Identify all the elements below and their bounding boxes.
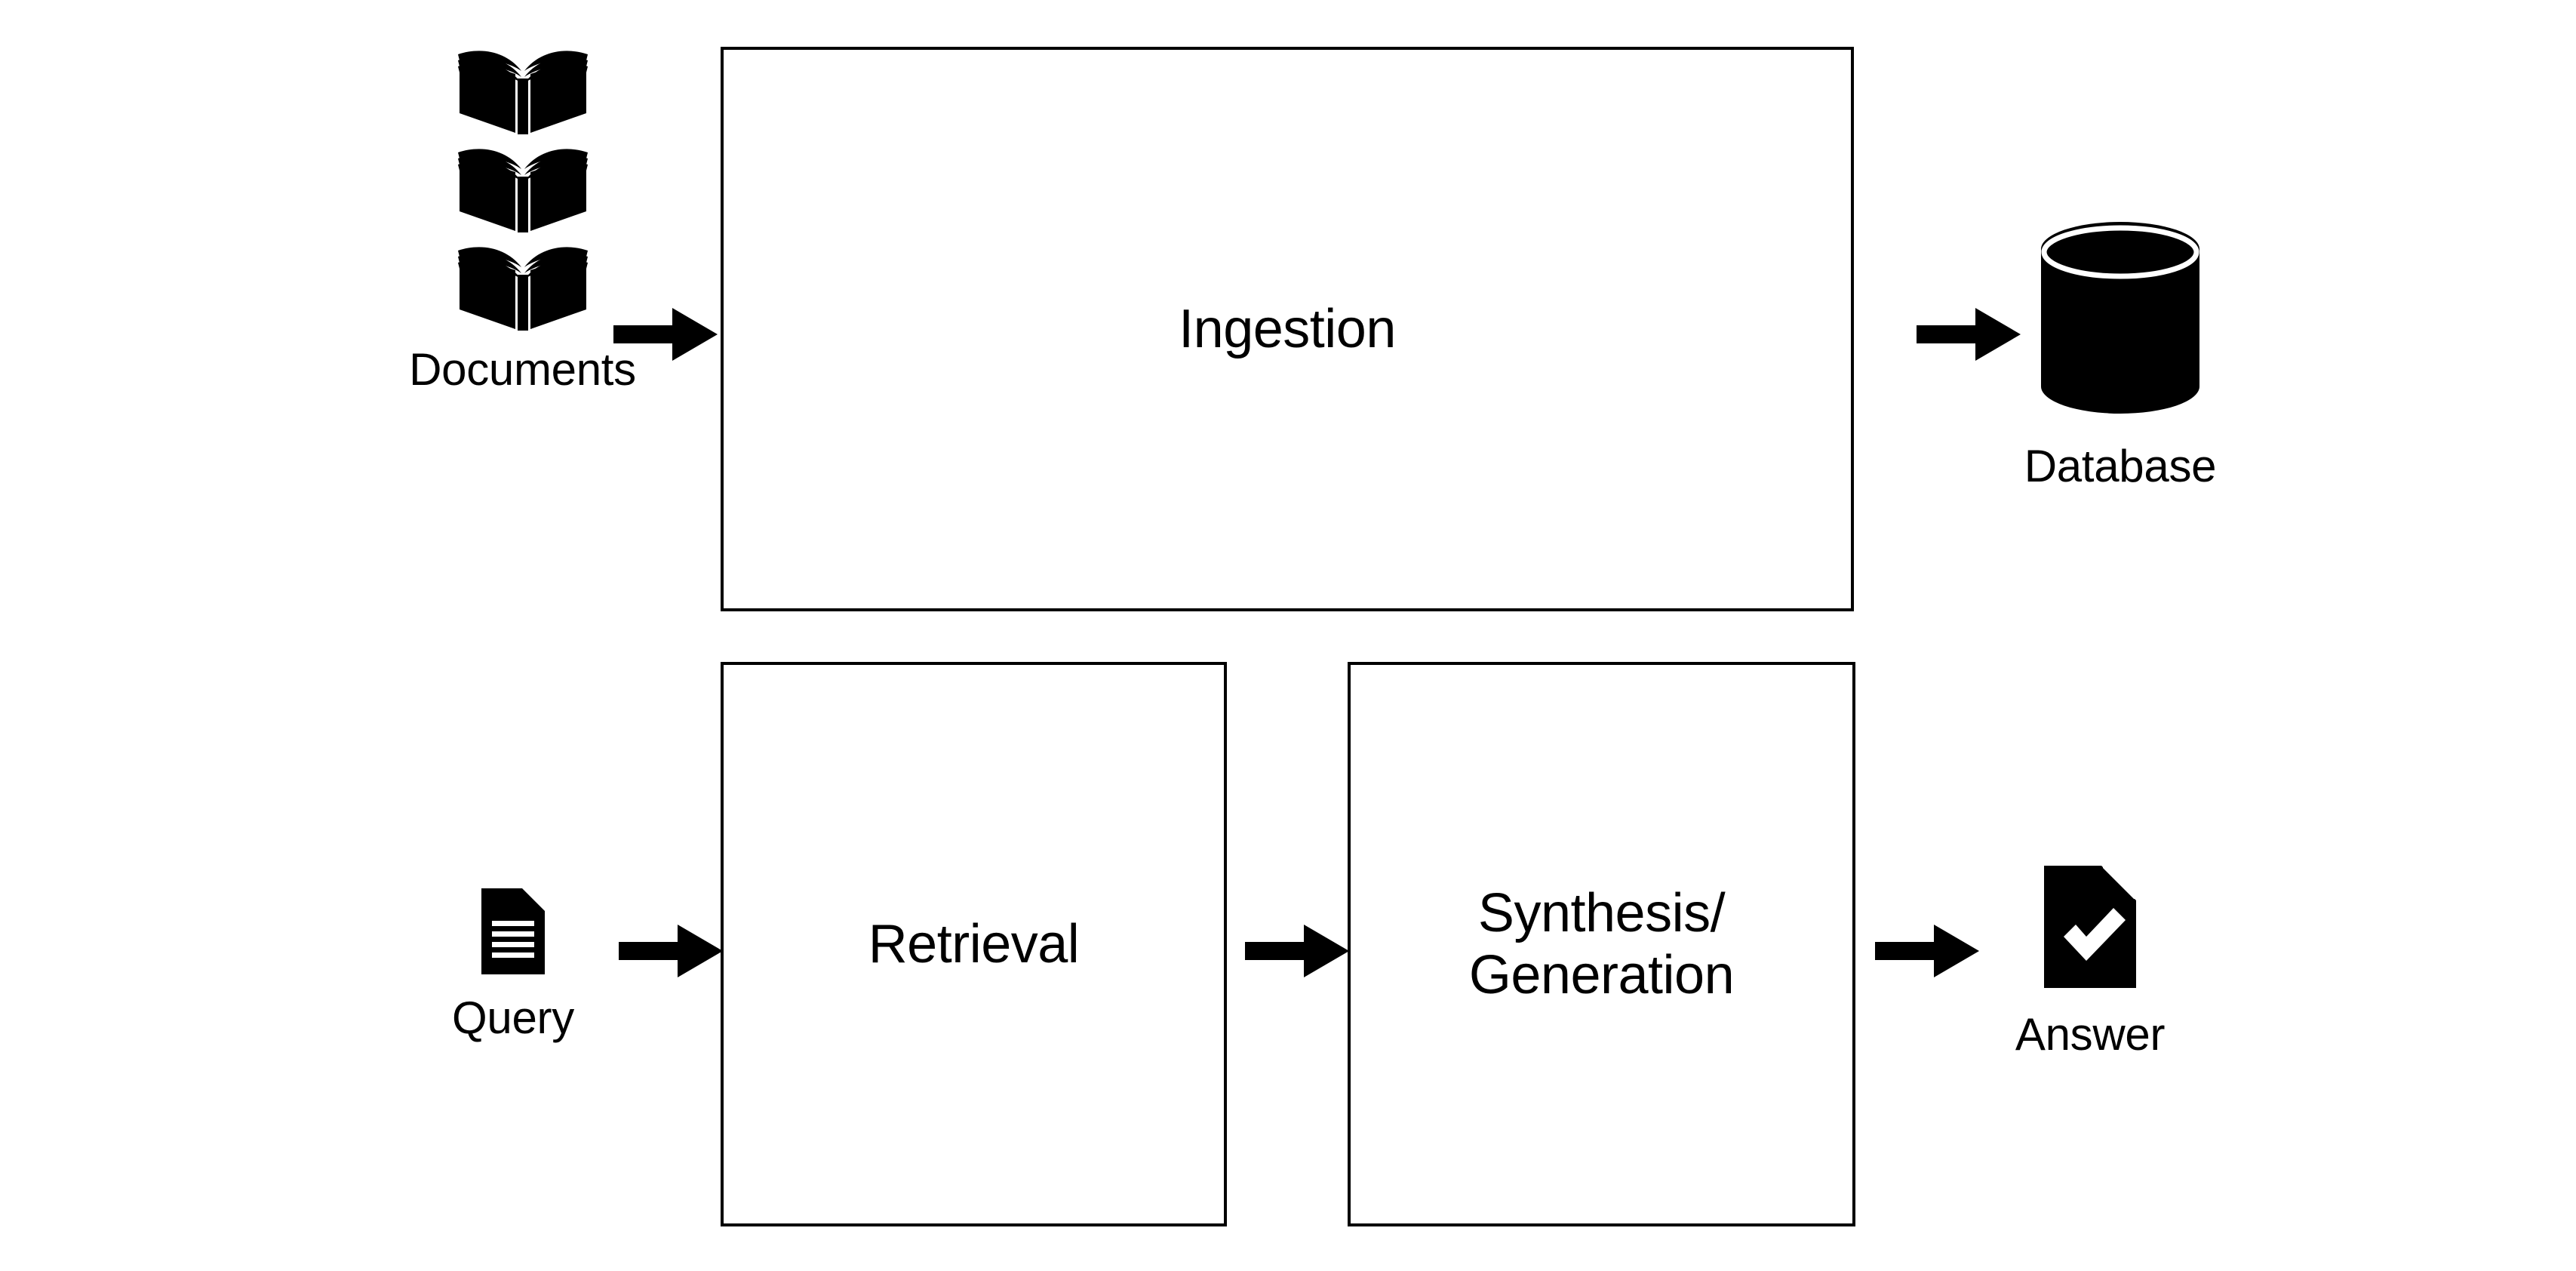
node-answer-label: Answer <box>2015 1009 2166 1060</box>
arrow-query-to-retrieval <box>619 925 723 977</box>
process-box-ingestion[interactable]: Ingestion <box>721 47 1854 611</box>
arrow-documents-to-ingestion <box>613 308 718 361</box>
book-icon <box>457 149 588 232</box>
node-query-label: Query <box>452 992 574 1043</box>
node-query: Query <box>355 887 672 1041</box>
process-box-synthesis[interactable]: Synthesis/ Generation <box>1348 662 1855 1226</box>
book-icon <box>457 51 588 134</box>
node-database: Database <box>1962 219 2279 489</box>
process-box-retrieval[interactable]: Retrieval <box>721 662 1227 1226</box>
arrow-synthesis-to-answer <box>1875 925 1979 977</box>
process-box-ingestion-label: Ingestion <box>1179 298 1396 359</box>
book-icon <box>457 247 588 331</box>
database-cylinder-icon <box>2041 222 2199 414</box>
node-answer: Answer <box>1932 864 2249 1057</box>
node-documents-label: Documents <box>409 344 636 395</box>
arrow-ingestion-to-database <box>1917 308 2021 361</box>
arrow-retrieval-to-synthesis <box>1245 925 1349 977</box>
node-documents: Documents <box>317 44 728 392</box>
document-check-icon <box>2044 866 2136 988</box>
process-box-synthesis-label: Synthesis/ Generation <box>1468 882 1735 1005</box>
books-stack-icon <box>455 44 591 331</box>
node-database-label: Database <box>2024 441 2217 491</box>
process-box-retrieval-label: Retrieval <box>868 913 1080 974</box>
document-lines-icon <box>481 888 545 974</box>
